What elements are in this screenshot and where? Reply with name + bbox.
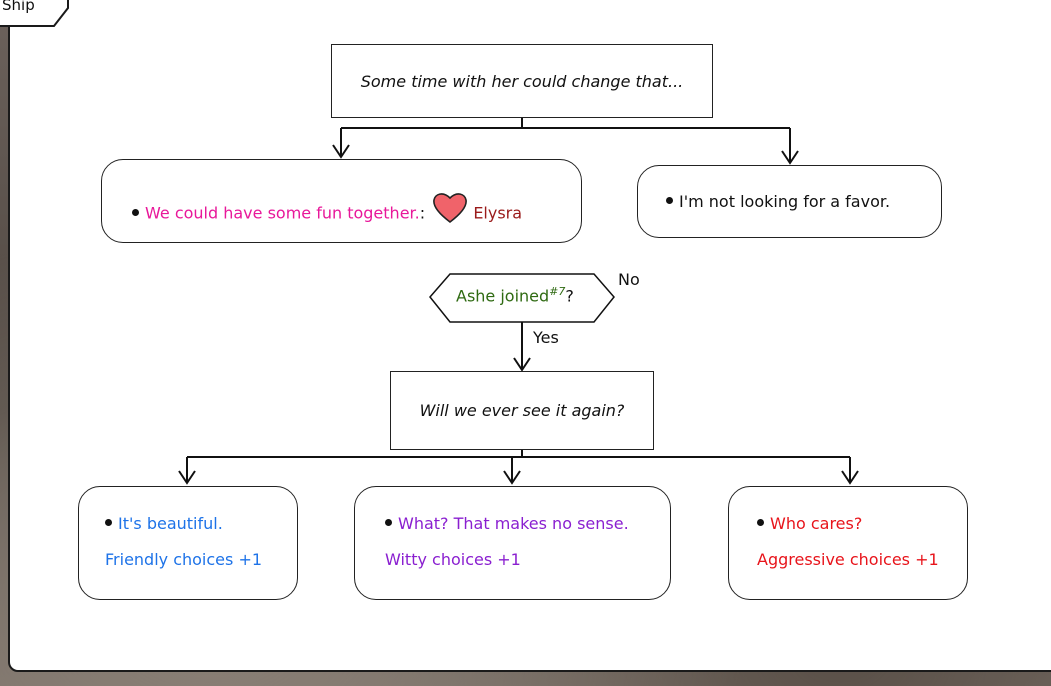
choice-text: What? That makes no sense. (398, 514, 629, 533)
option-fun-colon: : (419, 203, 426, 223)
choice-effect: Witty choices +1 (385, 550, 521, 569)
condition-text: Ashe joined#7? (456, 285, 574, 305)
choice-effect: Friendly choices +1 (105, 550, 263, 569)
bullet-icon (666, 197, 673, 204)
choice-text: Who cares? (770, 514, 863, 533)
condition-label: Ashe joined (456, 286, 550, 306)
question-box: Will we ever see it again? (390, 371, 654, 450)
choice-effect: Aggressive choices +1 (757, 550, 939, 569)
choice-friendly-box: It's beautiful. Friendly choices +1 (78, 486, 298, 600)
choice-aggressive-box: Who cares? Aggressive choices +1 (728, 486, 968, 600)
intro-text: Some time with her could change that... (360, 71, 684, 91)
intro-box: Some time with her could change that... (331, 44, 713, 118)
no-label: No (618, 270, 640, 289)
option-favor-box: I'm not looking for a favor. (637, 165, 942, 238)
bullet-icon (385, 519, 392, 526)
condition-footnote: #7 (549, 285, 566, 298)
condition-question: ? (565, 286, 574, 306)
heart-icon (433, 193, 468, 224)
option-fun-box: We could have some fun together.: Elysra (101, 159, 582, 243)
choice-text: It's beautiful. (118, 514, 223, 533)
character-name: Elysra (473, 203, 523, 223)
option-fun-text: We could have some fun together. (145, 203, 420, 223)
bullet-icon (105, 519, 112, 526)
condition-diamond (429, 273, 615, 323)
tab-title: Ship (2, 0, 35, 14)
bullet-icon (757, 519, 764, 526)
question-text: Will we ever see it again? (419, 401, 625, 420)
option-favor-text: I'm not looking for a favor. (679, 192, 891, 211)
tab-shape (0, 0, 69, 27)
choice-witty-box: What? That makes no sense. Witty choices… (354, 486, 671, 600)
bullet-icon (132, 208, 139, 216)
yes-label: Yes (533, 328, 559, 347)
